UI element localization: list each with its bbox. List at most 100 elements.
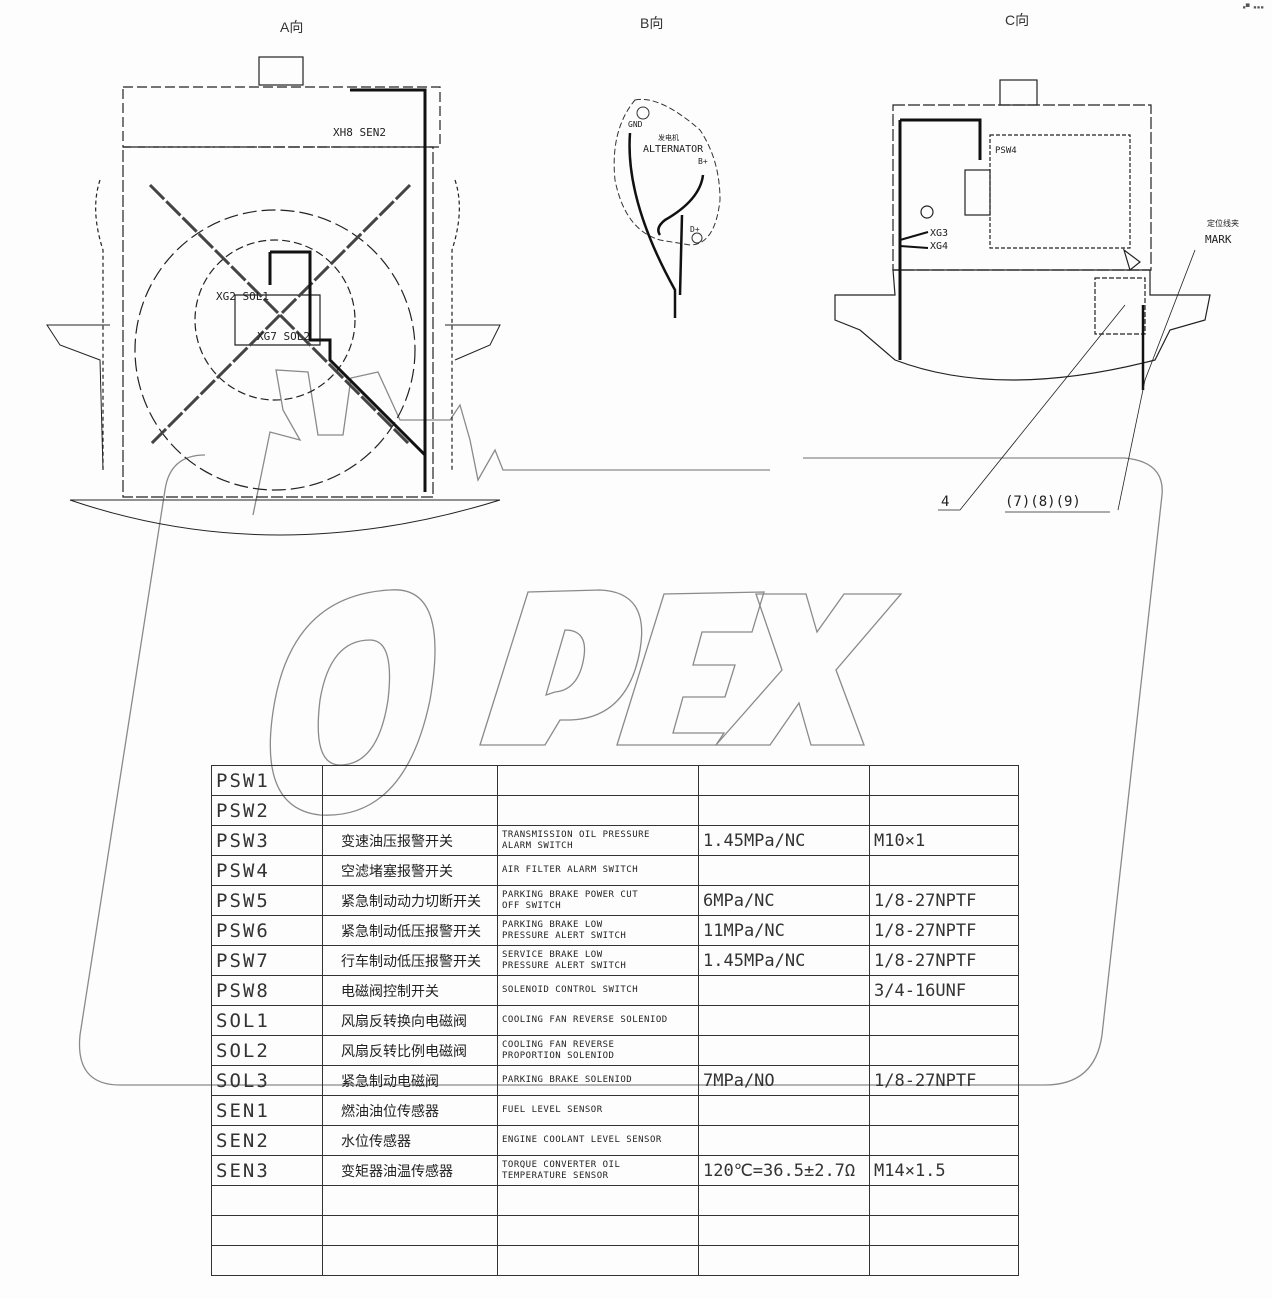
cell-name-en — [497, 1215, 699, 1246]
opex-watermark — [78, 369, 1163, 1086]
cell-thread — [869, 1185, 1019, 1216]
cell-rating — [698, 765, 870, 796]
cell-code — [211, 1245, 323, 1276]
name-en-line-1: COOLING FAN REVERSE SOLENIOD — [502, 1015, 668, 1025]
table-row — [211, 1245, 1019, 1276]
callout-xg7-sol2: XG7 SOL2 — [257, 330, 310, 343]
name-en-line-2: PRESSURE ALERT SWITCH — [502, 960, 627, 971]
view-a-drawing — [46, 56, 501, 536]
cell-thread: 1/8-27NPTF — [869, 945, 1019, 976]
name-en-line-2: PROPORTION SOLENIOD — [502, 1050, 615, 1061]
cell-rating — [698, 1245, 870, 1276]
name-en-line-1: SOLENOID CONTROL SWITCH — [502, 985, 639, 995]
callout-xg4: XG4 — [930, 241, 949, 252]
cell-rating: 6MPa/NC — [698, 885, 870, 916]
callout-xg3: XG3 — [930, 228, 949, 239]
cell-code: PSW3 — [211, 825, 323, 856]
cell-code: SOL1 — [211, 1005, 323, 1036]
name-en-line-1: FUEL LEVEL SENSOR — [502, 1105, 603, 1115]
cell-rating — [698, 1215, 870, 1246]
callout-items-7-8-9: (7)(8)(9) — [1005, 494, 1081, 510]
cell-name-cn: 风扇反转换向电磁阀 — [322, 1005, 498, 1036]
cell-rating — [698, 1125, 870, 1156]
cell-thread — [869, 1035, 1019, 1066]
cell-name-cn: 紧急制动低压报警开关 — [322, 915, 498, 946]
cell-thread — [869, 1125, 1019, 1156]
callout-xh8-sen2: XH8 SEN2 — [333, 126, 386, 139]
cell-name-en: PARKING BRAKE SOLENIOD — [497, 1065, 699, 1096]
cell-thread — [869, 855, 1019, 886]
cell-code — [211, 1215, 323, 1246]
cell-name-en: FUEL LEVEL SENSOR — [497, 1095, 699, 1126]
callout-alternator: ALTERNATOR — [643, 144, 704, 155]
cell-thread — [869, 795, 1019, 826]
cell-thread — [869, 765, 1019, 796]
cell-rating — [698, 1095, 870, 1126]
cell-code: SEN1 — [211, 1095, 323, 1126]
callout-item-4: 4 — [941, 494, 950, 510]
cell-rating: 7MPa/NO — [698, 1065, 870, 1096]
cell-rating: 1.45MPa/NC — [698, 825, 870, 856]
table-row: SEN2 水位传感器 ENGINE COOLANT LEVEL SENSOR — [211, 1125, 1019, 1156]
cell-thread: 1/8-27NPTF — [869, 885, 1019, 916]
cell-name-cn: 紧急制动电磁阀 — [322, 1065, 498, 1096]
cell-thread: 3/4-16UNF — [869, 975, 1019, 1006]
cell-code: PSW8 — [211, 975, 323, 1006]
table-row: PSW1 — [211, 765, 1019, 796]
callout-alternator-cn: 发电机 — [658, 134, 679, 142]
cell-name-en: AIR FILTER ALARM SWITCH — [497, 855, 699, 886]
cell-rating: 120℃=36.5±2.7Ω — [698, 1155, 870, 1186]
table-row: SOL1 风扇反转换向电磁阀 COOLING FAN REVERSE SOLEN… — [211, 1005, 1019, 1036]
name-en-line-1: COOLING FAN REVERSE — [502, 1039, 615, 1050]
table-row — [211, 1185, 1019, 1216]
cell-rating — [698, 1035, 870, 1066]
callout-gnd: GND — [628, 120, 643, 129]
callout-b-plus: B+ — [698, 157, 708, 166]
watermark-letter-x — [714, 593, 903, 746]
view-c-drawing — [834, 79, 1211, 513]
cell-name-cn: 变矩器油温传感器 — [322, 1155, 498, 1186]
cell-rating — [698, 855, 870, 886]
corner-mark: ▪▀ ▪▪▪ — [1242, 4, 1264, 11]
cell-thread — [869, 1005, 1019, 1036]
name-en-line-1: ENGINE COOLANT LEVEL SENSOR — [502, 1135, 662, 1145]
cell-name-en — [497, 1185, 699, 1216]
watermark-letter-p — [479, 589, 643, 746]
table-row — [211, 1215, 1019, 1246]
name-en-line-1: PARKING BRAKE POWER CUT — [502, 889, 639, 900]
cell-code: PSW1 — [211, 765, 323, 796]
cell-code: PSW6 — [211, 915, 323, 946]
cell-thread: M14×1.5 — [869, 1155, 1019, 1186]
cell-code: PSW2 — [211, 795, 323, 826]
cell-code: PSW7 — [211, 945, 323, 976]
view-c-label: C向 — [1005, 12, 1030, 28]
cell-name-cn — [322, 795, 498, 826]
callout-mark: MARK — [1205, 233, 1232, 246]
name-en-line-1: TRANSMISSION OIL PRESSURE — [502, 829, 650, 840]
name-en-line-1: SERVICE BRAKE LOW — [502, 949, 603, 960]
name-en-line-2: PRESSURE ALERT SWITCH — [502, 930, 627, 941]
name-en-line-1: PARKING BRAKE LOW — [502, 919, 603, 930]
watermark-gear-outline — [252, 369, 770, 516]
table-row: SEN1 燃油油位传感器 FUEL LEVEL SENSOR — [211, 1095, 1019, 1126]
name-en-line-2: ALARM SWITCH — [502, 840, 574, 851]
view-b-label: B向 — [640, 15, 664, 31]
cell-name-cn — [322, 1245, 498, 1276]
name-en-line-2: OFF SWITCH — [502, 900, 562, 911]
cell-thread: M10×1 — [869, 825, 1019, 856]
cell-code: PSW5 — [211, 885, 323, 916]
cell-thread — [869, 1095, 1019, 1126]
cell-rating — [698, 795, 870, 826]
cell-code: SEN2 — [211, 1125, 323, 1156]
cell-name-cn: 电磁阀控制开关 — [322, 975, 498, 1006]
cell-thread: 1/8-27NPTF — [869, 1065, 1019, 1096]
cell-name-cn: 变速油压报警开关 — [322, 825, 498, 856]
view-b-drawing — [613, 98, 721, 318]
